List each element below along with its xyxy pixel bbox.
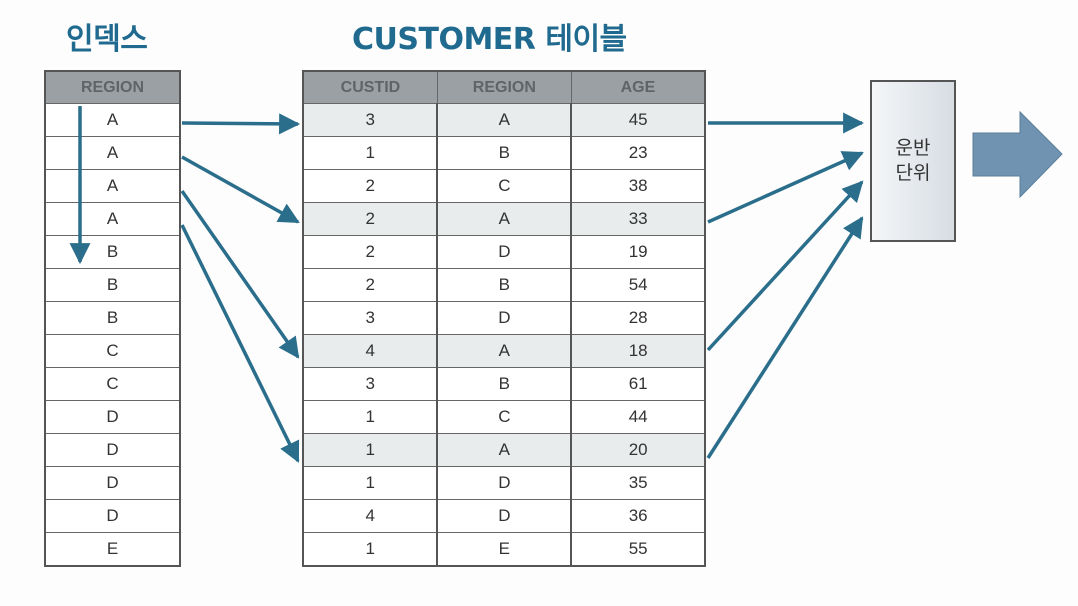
custid-header: CUSTID — [302, 70, 438, 104]
index-cell: A — [44, 103, 181, 137]
region-cell: A — [436, 433, 573, 467]
age-cell: 28 — [570, 301, 706, 335]
custid-cell: 1 — [301, 433, 439, 467]
index-cell: A — [44, 202, 181, 236]
age-cell: 54 — [570, 268, 706, 302]
age-cell: 38 — [570, 169, 706, 203]
index-cell: B — [44, 235, 181, 269]
index-cell: A — [44, 136, 181, 170]
region-header: REGION — [436, 70, 572, 104]
index-cell: C — [44, 334, 181, 368]
row-to-unit-arrow — [706, 216, 864, 459]
age-cell: 36 — [570, 499, 706, 533]
row-to-unit-arrow — [706, 180, 864, 352]
index-to-row-arrow — [180, 189, 300, 359]
custid-cell: 2 — [301, 268, 439, 302]
region-cell: E — [436, 532, 573, 567]
index-to-row-arrow — [181, 155, 300, 224]
age-cell: 20 — [570, 433, 706, 467]
region-cell: D — [436, 499, 573, 533]
custid-cell: 3 — [301, 301, 439, 335]
age-cell: 61 — [570, 367, 706, 401]
index-table: REGION A A A A B B B C C D D D D E — [44, 70, 181, 567]
custid-cell: 4 — [301, 334, 439, 368]
region-cell: B — [436, 268, 573, 302]
index-cell: D — [44, 433, 181, 467]
index-cell: B — [44, 268, 181, 302]
age-cell: 35 — [570, 466, 706, 500]
index-cell: E — [44, 532, 181, 567]
row-to-unit-arrow — [707, 151, 864, 224]
index-cell: C — [44, 367, 181, 401]
custid-cell: 1 — [301, 532, 439, 567]
index-to-row-arrow — [181, 113, 301, 135]
age-cell: 55 — [570, 532, 706, 567]
age-cell: 19 — [570, 235, 706, 269]
region-cell: D — [436, 235, 573, 269]
index-cell: D — [44, 499, 181, 533]
unit-label-line2: 단위 — [895, 162, 931, 184]
custid-cell: 1 — [301, 136, 439, 170]
custid-cell: 4 — [301, 499, 439, 533]
region-cell: D — [436, 301, 573, 335]
custid-cell: 2 — [301, 169, 439, 203]
region-cell: A — [436, 103, 573, 137]
region-cell: B — [436, 367, 573, 401]
unit-label-line1: 운반 — [895, 137, 931, 159]
custid-cell: 3 — [301, 103, 439, 137]
output-arrow-icon — [972, 110, 1063, 199]
age-cell: 23 — [570, 136, 706, 170]
index-cell: B — [44, 301, 181, 335]
age-cell: 44 — [570, 400, 706, 434]
region-cell: D — [436, 466, 573, 500]
age-cell: 45 — [570, 103, 706, 137]
custid-cell: 2 — [301, 202, 439, 236]
index-cell: D — [44, 466, 181, 500]
age-cell: 33 — [570, 202, 706, 236]
index-title: 인덱스 — [66, 22, 148, 57]
customer-table-title: CUSTOMER 테이블 — [352, 22, 627, 57]
region-cell: C — [436, 169, 573, 203]
age-header: AGE — [570, 70, 706, 104]
custid-cell: 2 — [301, 235, 439, 269]
index-cell: A — [44, 169, 181, 203]
index-to-row-arrow — [180, 224, 300, 463]
age-cell: 18 — [570, 334, 706, 368]
transport-unit-box: 운반 단위 — [870, 80, 956, 242]
custid-cell: 3 — [301, 367, 439, 401]
